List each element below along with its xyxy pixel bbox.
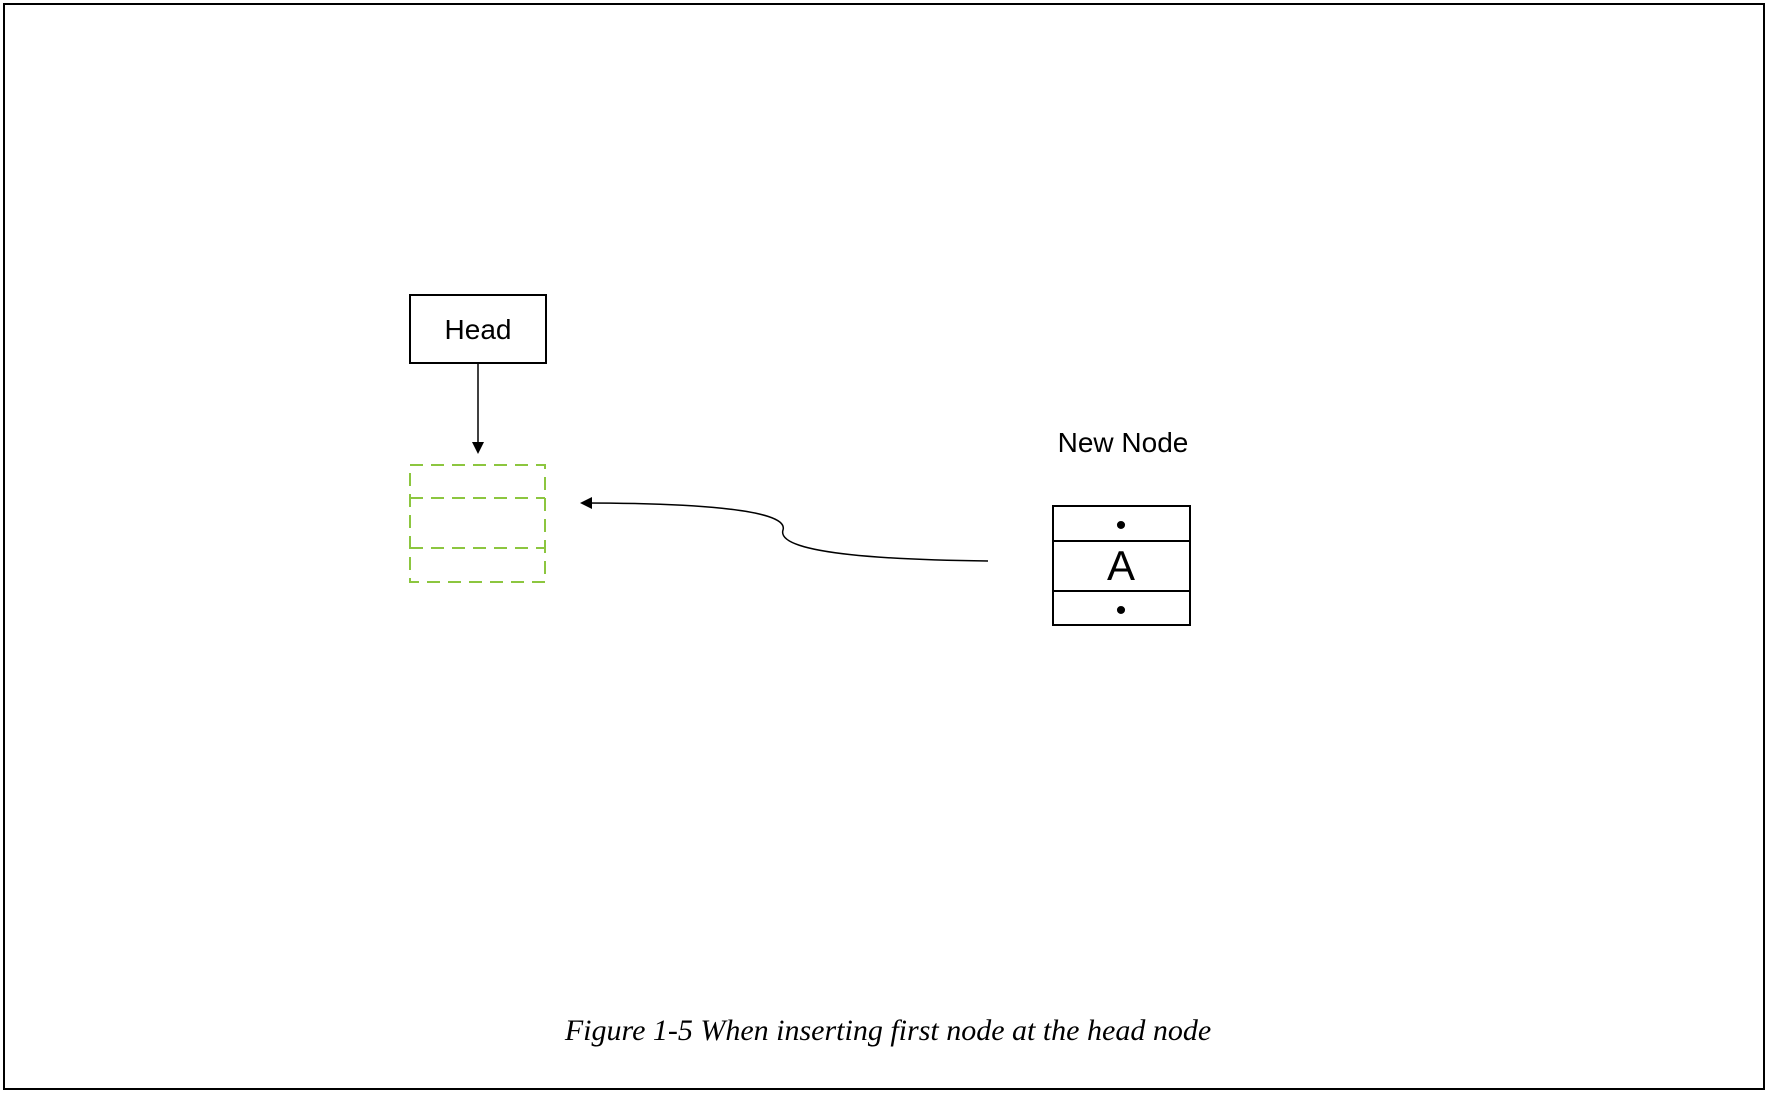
new-node-box: • A •	[1052, 505, 1191, 627]
head-node-box: Head	[409, 294, 547, 364]
figure-caption: Figure 1-5 When inserting first node at …	[564, 1014, 1211, 1047]
head-label: Head	[445, 314, 512, 345]
new-node-next-cell	[1052, 590, 1191, 626]
new-node-next-pointer: •	[1116, 594, 1127, 627]
new-node-value: A	[1107, 542, 1135, 589]
placeholder-node	[409, 464, 546, 583]
placeholder-node-outline	[409, 464, 546, 583]
figure-frame	[3, 3, 1765, 1090]
new-node-value-cell	[1052, 540, 1191, 592]
new-node-prev-pointer: •	[1116, 509, 1127, 542]
new-node-title: New Node	[1058, 427, 1189, 458]
insert-curve-arrow	[580, 497, 989, 562]
